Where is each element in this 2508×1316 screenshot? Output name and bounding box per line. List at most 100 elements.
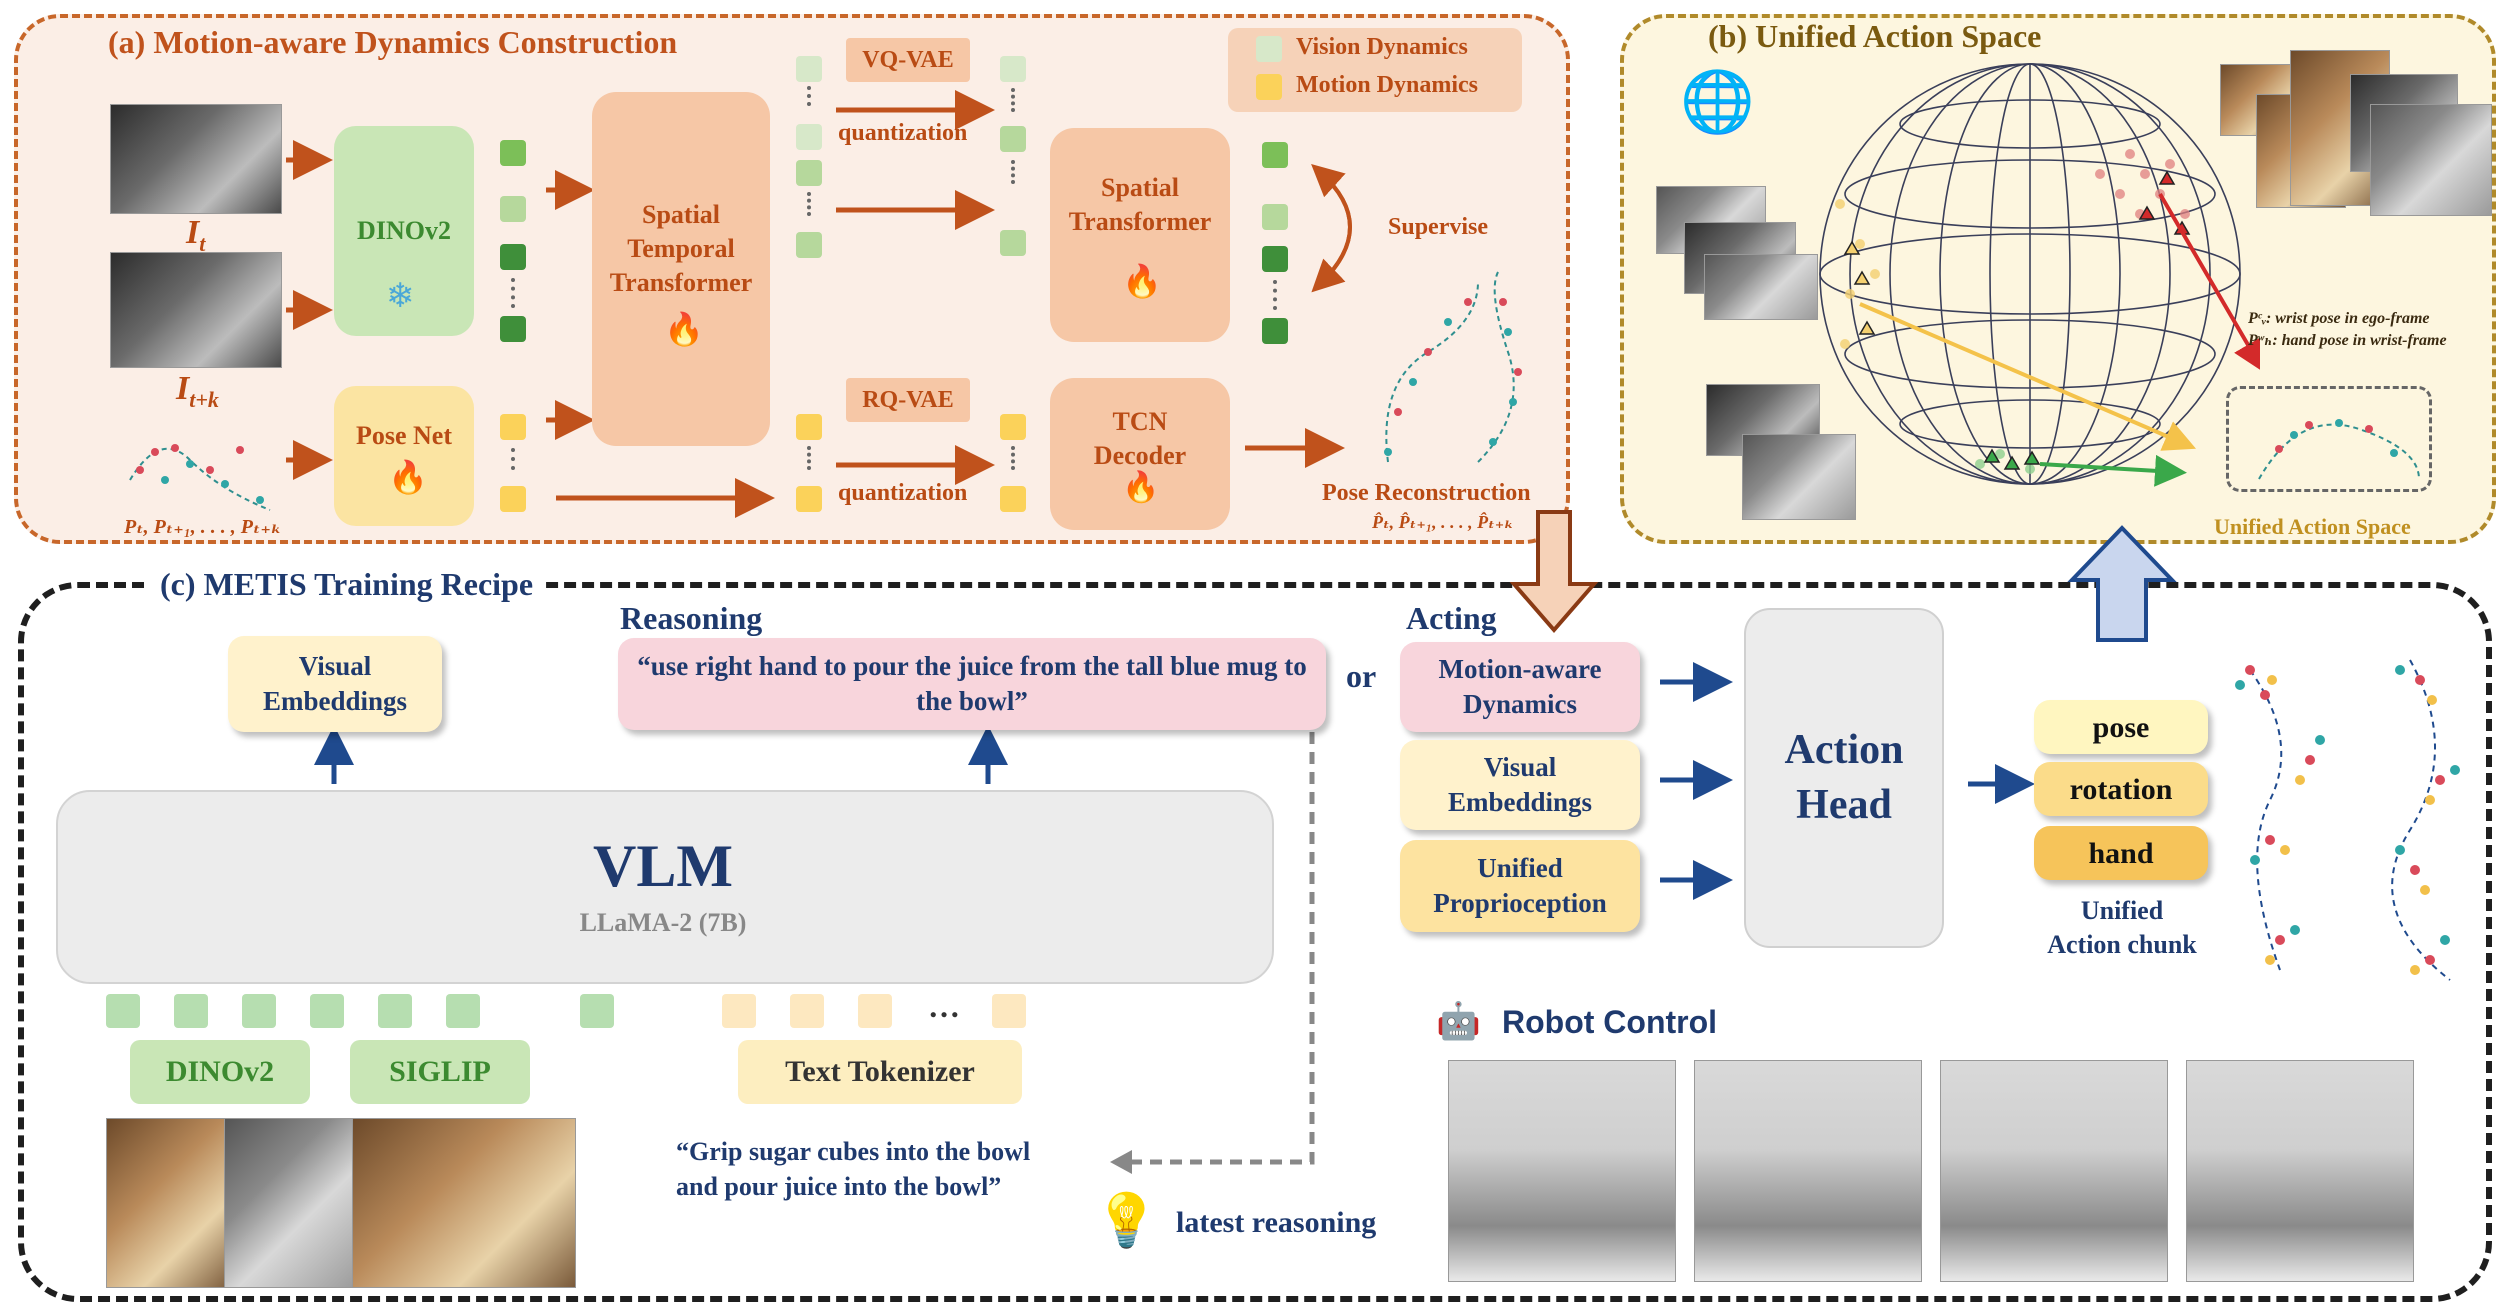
vision-token [1000,126,1026,152]
legend-motion-swatch [1256,74,1282,100]
text-token [790,994,824,1028]
motion-token [796,414,822,440]
siglip-tokenizer: SIGLIP [350,1040,530,1104]
text-token [992,994,1026,1028]
panel-b-title: (b) Unified Action Space [1708,18,2042,54]
posenet-encoder: Pose Net [334,386,474,526]
flame-icon: 🔥 [1122,263,1162,299]
token-ellipsis [511,448,519,470]
pose-reconstruction-seq: P̂ₜ, P̂ₜ₊₁, . . . , P̂ₜ₊ₖ [1372,512,1514,532]
visual-token [310,994,344,1028]
quantization-label: quantization [838,480,968,506]
vision-token [500,140,526,166]
token-ellipsis [807,192,815,216]
unified-action-space-label: Unified Action Space [2214,514,2411,539]
motion-token [500,414,526,440]
spatial-temporal-transformer: Spatial Temporal Transformer [592,92,770,446]
reasoning-label: Reasoning [620,600,763,636]
robot-frame-3 [1940,1060,2168,1282]
frame-image-t [110,104,282,214]
panel-c-title: (c) METIS Training Recipe [160,566,534,602]
pose-reconstruction-label: Pose Reconstruction [1322,480,1531,506]
flame-icon: 🔥 [1122,471,1160,504]
vision-token [1262,204,1288,230]
visual-token [580,994,614,1028]
action-head: Action Head [1744,608,1944,948]
vision-token [500,196,526,222]
wrist-pose-note: Pᶜᵥ: wrist pose in ego-frame [2248,310,2430,327]
legend-motion-label: Motion Dynamics [1296,72,1478,98]
motion-token [796,486,822,512]
visual-token [446,994,480,1028]
robot-icon: 🤖 [1436,1001,1481,1041]
vlm-subtitle: LLaMA-2 (7B) [579,908,747,937]
motion-token [1000,486,1026,512]
frame-tk-label: It+k [176,370,219,412]
acting-label: Acting [1406,600,1497,636]
text-tokenizer: Text Tokenizer [738,1040,1022,1104]
vision-token [1000,56,1026,82]
legend-box: Vision Dynamics Motion Dynamics [1228,28,1522,112]
dinov2-encoder: DINOv2 [334,126,474,336]
hand-pose-note: Pʷₕ: hand pose in wrist-frame [2248,332,2447,349]
pose-reconstruction-sketch [1384,271,1522,463]
visual-token [174,994,208,1028]
token-ellipsis [1273,280,1281,310]
vision-token [1262,142,1288,168]
tcn-decoder: TCN Decoder [1050,378,1230,530]
globe-icon: 🌐 [1680,69,1755,135]
visual-token [378,994,412,1028]
vision-token [1262,318,1288,344]
frame-t-label: It [186,214,206,256]
vision-token [796,56,822,82]
token-ellipsis [511,278,519,308]
quantization-label: quantization [838,120,968,146]
lightbulb-icon: 💡 [1094,1193,1159,1250]
robot-frame-1 [1448,1060,1676,1282]
token-ellipsis [1011,88,1019,112]
pose-seq-label: Pₜ, Pₜ₊₁, . . . , Pₜ₊ₖ [124,516,282,538]
visual-embeddings-box: Visual Embeddings [228,636,442,732]
snowflake-icon: ❄ [386,278,415,315]
human-video-image [2370,104,2492,216]
rqvae-label: RQ-VAE [846,378,970,422]
pose-output: pose [2034,700,2208,754]
robot-frame-4 [2186,1060,2414,1282]
visual-token [242,994,276,1028]
panel-c-title-wrap: (c) METIS Training Recipe [150,566,544,603]
visual-embeddings-acting-box: Visual Embeddings [1400,740,1640,830]
token-ellipsis [1011,160,1019,184]
legend-vision-swatch [1256,36,1282,62]
input-image-1 [106,1118,232,1288]
rotation-output: rotation [2034,762,2208,816]
pose-sequence-sketch [129,444,271,511]
robot-frame-2 [1694,1060,1922,1282]
hand-output: hand [2034,826,2208,880]
vision-token [1262,246,1288,272]
spatial-transformer: Spatial Transformer [1050,128,1230,342]
motion-dynamics-box: Motion-aware Dynamics [1400,642,1640,732]
unified-proprioception-box: Unified Proprioception [1400,840,1640,932]
vision-token [796,124,822,150]
ego-view-image [1704,254,1818,320]
robot-view-image [1742,434,1856,520]
action-chunk-label: Unified Action chunk [2047,896,2197,959]
vision-token [796,232,822,258]
input-image-2 [224,1118,360,1288]
vlm-title: VLM [593,833,733,899]
token-ellipsis: … [928,988,960,1024]
panel-a-title: (a) Motion-aware Dynamics Construction [108,24,678,60]
panel-a-arrows [286,90,1352,518]
frame-image-tk [110,252,282,368]
flame-icon: 🔥 [388,459,428,495]
legend-vision-label: Vision Dynamics [1296,34,1468,60]
vision-token [1000,230,1026,256]
action-chunk-hands [2235,659,2460,981]
vqvae-label: VQ-VAE [846,38,970,82]
token-ellipsis [1011,446,1019,470]
motion-token [1000,414,1026,440]
vision-token [500,244,526,270]
dinov2-tokenizer: DINOv2 [130,1040,310,1104]
input-image-3 [352,1118,576,1288]
